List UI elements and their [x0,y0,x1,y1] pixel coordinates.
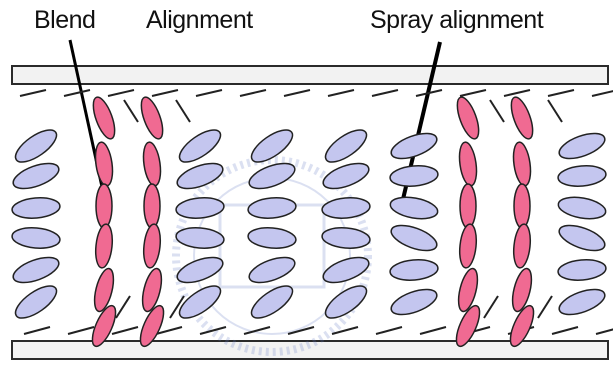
lc-molecule-edge-on [124,100,138,122]
lc-molecule-edge-on [200,327,226,334]
bend-molecule [142,223,163,268]
lc-molecule [388,220,440,255]
bend-molecule [458,223,479,268]
lc-molecule [10,252,62,287]
lc-molecule [389,194,440,222]
bend-molecule [93,141,115,187]
lc-molecule [556,284,608,319]
lc-molecule-edge-on [548,100,562,122]
lc-molecule [175,196,225,220]
bend-molecule [96,184,112,228]
lc-molecule-edge-on [548,90,574,96]
bend-molecule [507,95,537,142]
lc-molecule-edge-on [372,90,398,96]
lc-molecule [246,158,298,193]
lc-molecule [556,220,608,255]
lc-molecule-edge-on [538,296,552,318]
lc-molecule-edge-on [116,296,130,318]
bend-molecule [94,223,115,268]
lc-molecule-edge-on [460,90,486,96]
lc-molecule-edge-on [596,327,613,334]
lc-molecule [389,164,439,188]
lc-molecule [556,128,608,163]
lc-molecule-edge-on [504,90,530,96]
lc-molecule-edge-on [152,90,178,96]
lc-molecule [557,194,608,222]
lc-molecule [246,252,298,287]
bend-molecule [514,184,530,228]
bend-molecule [511,141,533,187]
lc-molecule [11,196,61,220]
lc-molecule [557,258,607,282]
top-substrate [12,66,608,84]
lc-molecule-edge-on [24,327,50,334]
lc-molecule [10,158,62,193]
lc-molecule-edge-on [484,296,498,318]
lc-molecule-edge-on [108,90,134,96]
lc-molecule [174,252,226,287]
bend-molecule [512,223,533,268]
lc-molecule-edge-on [112,327,138,334]
lc-molecule [389,258,439,282]
lc-molecule-edge-on [332,327,358,334]
bend-molecule [137,95,167,142]
bend-molecule [460,184,476,228]
lc-molecule [557,164,607,188]
lc-molecule [320,158,372,193]
lc-molecule-edge-on [376,327,402,334]
lc-molecule [247,226,297,250]
lc-molecule [388,284,440,319]
lc-molecule [321,124,372,168]
lc-molecule-edge-on [328,90,354,96]
lc-molecule [175,226,225,250]
bend-molecule [144,184,160,228]
lc-molecule-edge-on [240,90,266,96]
lc-molecule-edge-on [196,90,222,96]
lc-molecule-edge-on [592,90,613,96]
lc-molecule-edge-on [64,90,90,96]
lc-molecule [247,196,297,220]
lc-molecule-edge-on [20,90,46,96]
lc-molecule-edge-on [68,327,94,334]
lc-molecule-edge-on [420,327,446,334]
lc-molecule [11,280,62,324]
lc-molecule-edge-on [176,100,190,122]
bend-molecule [453,95,483,142]
lc-molecule-edge-on [284,90,310,96]
lc-molecule-edge-on [552,327,578,334]
lc-molecule-edge-on [490,100,504,122]
bend-molecule [457,141,479,187]
bend-molecule [141,141,163,187]
lc-molecule [11,226,61,250]
lc-molecule [11,124,62,168]
bend-molecule [89,95,119,142]
lc-molecule [321,280,372,324]
lc-molecule [175,124,226,168]
